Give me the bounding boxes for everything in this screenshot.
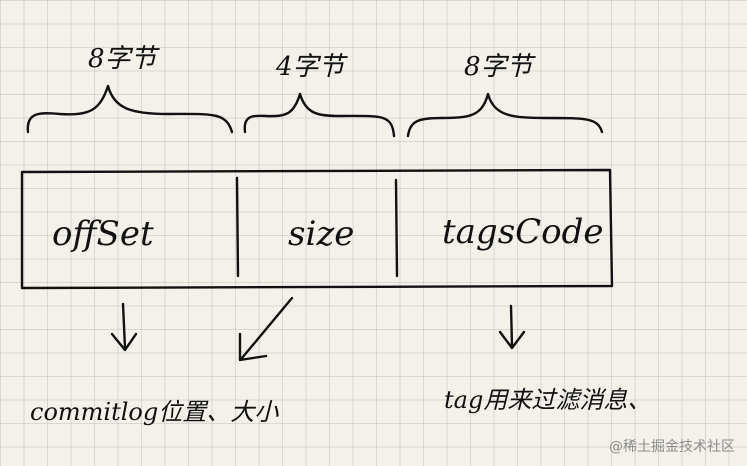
field-size: size	[288, 214, 355, 254]
arrow-offset-to-commitlog	[110, 302, 138, 352]
arrow-tags-code-to-note	[498, 304, 526, 350]
watermark: @稀土掘金技术社区	[609, 439, 735, 455]
divider-size-tags	[394, 178, 399, 278]
arrow-size-to-commitlog	[238, 296, 294, 362]
divider-offset-size	[235, 176, 240, 278]
note-commitlog-position-size: commitlog位置、大小	[30, 398, 279, 426]
record-box	[20, 168, 614, 290]
brace-tags-code	[406, 92, 604, 138]
byte-label-offset: 8字节	[88, 44, 157, 74]
byte-label-size: 4字节	[276, 52, 345, 82]
brace-size	[243, 92, 396, 138]
byte-label-tags-code: 8字节	[464, 52, 533, 82]
field-tags-code: tagsCode	[442, 212, 604, 252]
note-tag-filter-message: tag用来过滤消息、	[444, 386, 652, 414]
field-offset: offSet	[52, 214, 154, 254]
brace-offset	[26, 84, 234, 134]
